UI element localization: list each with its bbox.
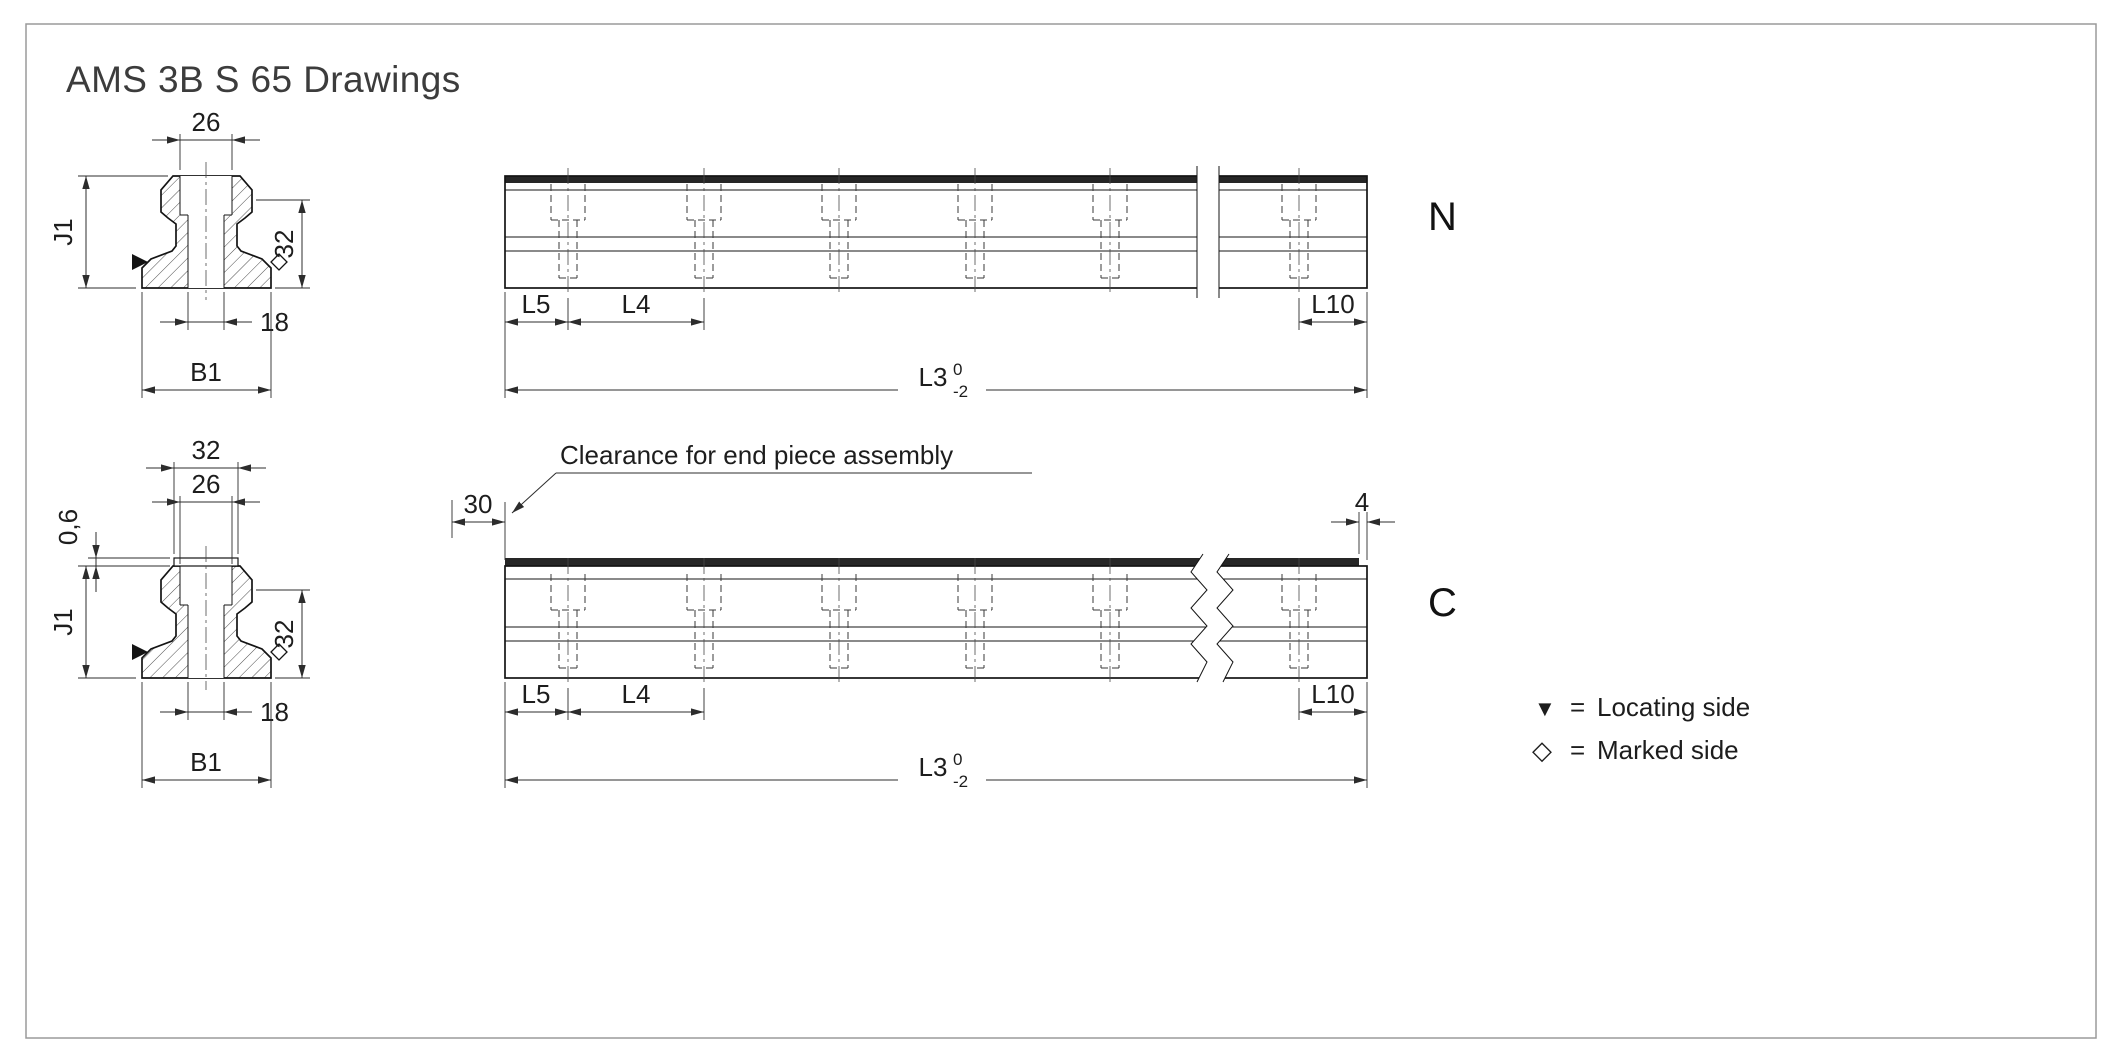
marked-diamond-icon [270,643,288,661]
dim-label-26: 26 [192,469,221,499]
dim-label-32-top: 32 [192,435,221,465]
dim-label-26: 26 [192,107,221,137]
page-border [25,23,2097,1039]
dim-label-l3-sup: 0 [953,750,962,769]
cover-strip [505,558,1359,566]
dim-label-j1: J1 [48,608,78,635]
page-title: AMS 3B S 65 Drawings [66,59,461,100]
clearance-note: Clearance for end piece assembly [560,440,953,470]
rail-n-side-view: N L5 L4 L10 L3 0 -2 [504,166,1457,401]
locating-triangle-icon [132,254,148,270]
dim-label-l3: L3 [919,752,948,782]
rail-c-side-view: C 30 4 Clearance for end piece assembly … [451,440,1457,791]
dim-label-b1: B1 [190,747,222,777]
break-gap [1197,166,1219,298]
dim-label-l5: L5 [522,289,551,319]
break-gap [1191,554,1233,682]
dim-label-l3-sub: -2 [953,382,968,401]
legend-marked-label: Marked side [1597,735,1739,765]
locating-triangle-icon: ▼ [1534,696,1556,721]
dim-label-l3-sup: 0 [953,360,962,379]
dim-label-l10: L10 [1311,289,1354,319]
dim-label-32: 32 [269,620,299,649]
dim-label-l10: L10 [1311,679,1354,709]
rail-c-cross-section: 32 26 0,6 J1 32 18 B1 [48,435,310,788]
dim-label-18: 18 [260,307,289,337]
dim-label-l3: L3 [919,362,948,392]
legend-locating-label: Locating side [1597,692,1750,722]
legend: ▼ = Locating side ◇ = Marked side [1532,692,1750,765]
dim-label-l4: L4 [622,289,651,319]
locating-triangle-icon [132,644,148,660]
dim-label-b1: B1 [190,357,222,387]
dim-label-30: 30 [464,489,493,519]
dim-label-j1: J1 [48,218,78,245]
dim-label-l4: L4 [622,679,651,709]
dim-label-4: 4 [1355,487,1369,517]
marked-diamond-icon: ◇ [1532,735,1552,765]
dim-label-32: 32 [269,230,299,259]
view-label-n: N [1428,195,1457,239]
dim-label-l3-sub: -2 [953,772,968,791]
legend-equals-locating: = [1570,692,1585,722]
view-label-c: C [1428,581,1457,625]
dim-label-18: 18 [260,697,289,727]
dim-label-l5: L5 [522,679,551,709]
marked-diamond-icon [270,253,288,271]
legend-equals-marked: = [1570,735,1585,765]
rail-n-cross-section: 26 J1 32 18 B1 [48,107,310,398]
dim-label-0-6: 0,6 [53,509,83,545]
